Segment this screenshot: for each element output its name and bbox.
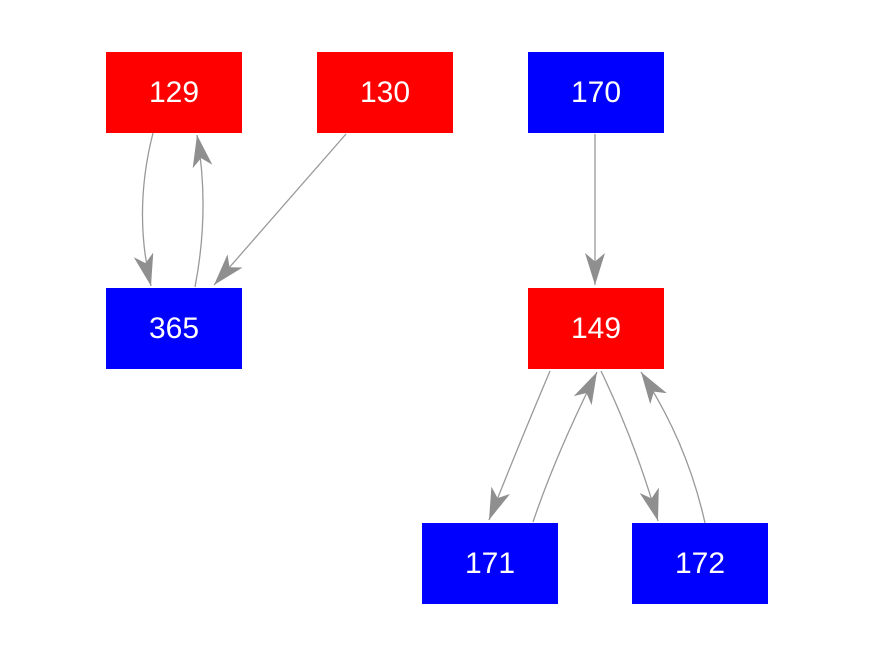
- node-170[interactable]: 170: [528, 52, 664, 133]
- node-172[interactable]: 172: [632, 523, 768, 604]
- edge-130-to-365: [213, 133, 347, 286]
- edge-172-to-149: [640, 371, 706, 524]
- edge-149-to-171: [488, 370, 551, 521]
- edge-149-to-172: [600, 370, 659, 522]
- node-365[interactable]: 365: [106, 288, 242, 369]
- node-129[interactable]: 129: [106, 52, 242, 133]
- edge-129-to-365: [133, 132, 154, 287]
- edge-365-to-129: [192, 134, 213, 288]
- node-130[interactable]: 130: [317, 52, 453, 133]
- node-149[interactable]: 149: [528, 288, 664, 369]
- edge-171-to-149: [532, 371, 598, 523]
- node-171[interactable]: 171: [422, 523, 558, 604]
